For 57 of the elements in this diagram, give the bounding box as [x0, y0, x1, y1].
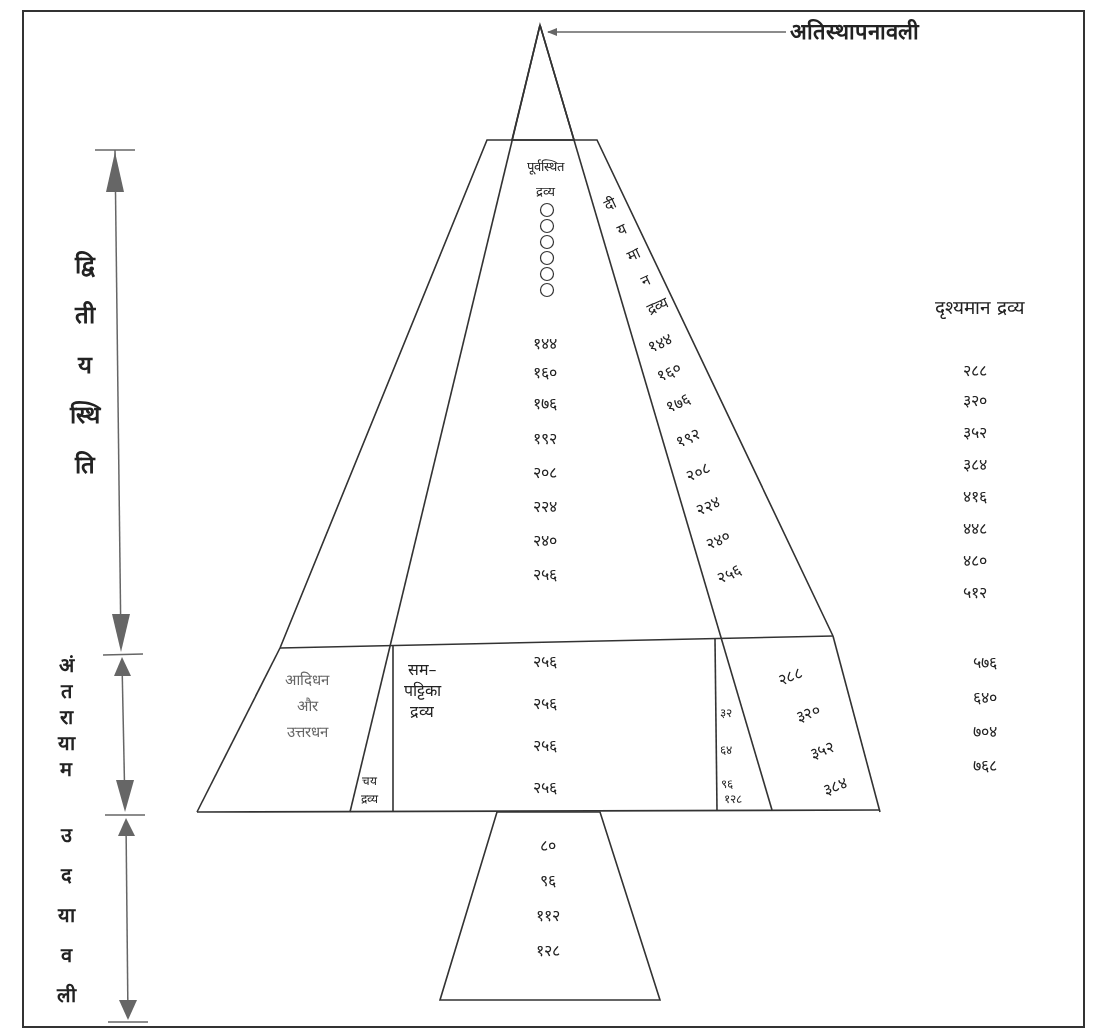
number-label: २८८ [774, 661, 806, 691]
number-label: २४० [533, 529, 557, 551]
number-label: ३५२ [806, 735, 838, 765]
dimension-label: अं त रा या म [57, 652, 75, 782]
region-label: द्रव्य [535, 182, 555, 200]
apex-triangle [511, 21, 576, 141]
number-label: २०८ [682, 457, 714, 487]
number-label: ३८४ [819, 771, 851, 801]
number-label: २५६ [533, 563, 557, 585]
number-label: २८८ [963, 359, 987, 381]
number-label: १६० [653, 357, 685, 387]
dimension-label: द्वि ती य स्थि ति [70, 250, 100, 481]
number-label: २२४ [692, 491, 724, 521]
number-label: ६४ [720, 742, 732, 758]
number-label: १२८ [724, 791, 742, 807]
number-label: ५१२ [963, 581, 987, 603]
dimension-label: उ द या व ली [56, 822, 76, 1009]
number-label: ३५२ [963, 421, 987, 443]
number-label: ७०४ [973, 720, 997, 742]
number-label: २४० [702, 525, 734, 555]
region-label: आदिधन और उत्तरधन [285, 670, 329, 743]
number-label: १६० [533, 361, 557, 383]
number-label: १७६ [662, 388, 694, 418]
number-label: ९६ [540, 869, 556, 891]
number-label: ४१६ [963, 485, 987, 507]
number-label: २५६ [713, 559, 745, 589]
region-label: दी य मा न द्रव्य [600, 192, 673, 321]
number-label: ५७६ [973, 651, 997, 673]
number-label: १७६ [533, 392, 557, 414]
region-label: पूर्वस्थित [526, 157, 564, 175]
number-label: २२४ [533, 495, 557, 517]
number-label: ११२ [536, 904, 560, 926]
number-label: ३२० [963, 389, 987, 411]
number-label: ३२ [720, 705, 732, 721]
number-label: ४४८ [963, 517, 987, 539]
number-label: १४४ [533, 332, 557, 354]
region-label: सम– पट्टिका द्रव्य [403, 658, 441, 722]
number-label: ८० [540, 834, 556, 856]
number-label: ६४० [973, 686, 997, 708]
number-label: २५६ [533, 650, 557, 672]
number-label: २५६ [533, 734, 557, 756]
number-label: ९६ [721, 776, 733, 792]
number-label: ३२० [792, 698, 824, 728]
number-label: २०८ [533, 461, 557, 483]
number-label: १९२ [533, 427, 557, 449]
column-heading: दृश्यमान द्रव्य [935, 294, 1025, 320]
region-label: चय द्रव्य [360, 773, 378, 808]
number-label: २५६ [533, 776, 557, 798]
arrow [547, 28, 787, 36]
number-label: २५६ [533, 692, 557, 714]
callout-label: अतिस्थापनावली [790, 14, 919, 50]
number-label: १४४ [644, 328, 676, 358]
number-label: ३८४ [963, 453, 987, 475]
number-label: ४८० [963, 549, 987, 571]
number-label: १९२ [672, 423, 704, 453]
number-label: १२८ [536, 939, 560, 961]
number-label: ७६८ [973, 754, 997, 776]
